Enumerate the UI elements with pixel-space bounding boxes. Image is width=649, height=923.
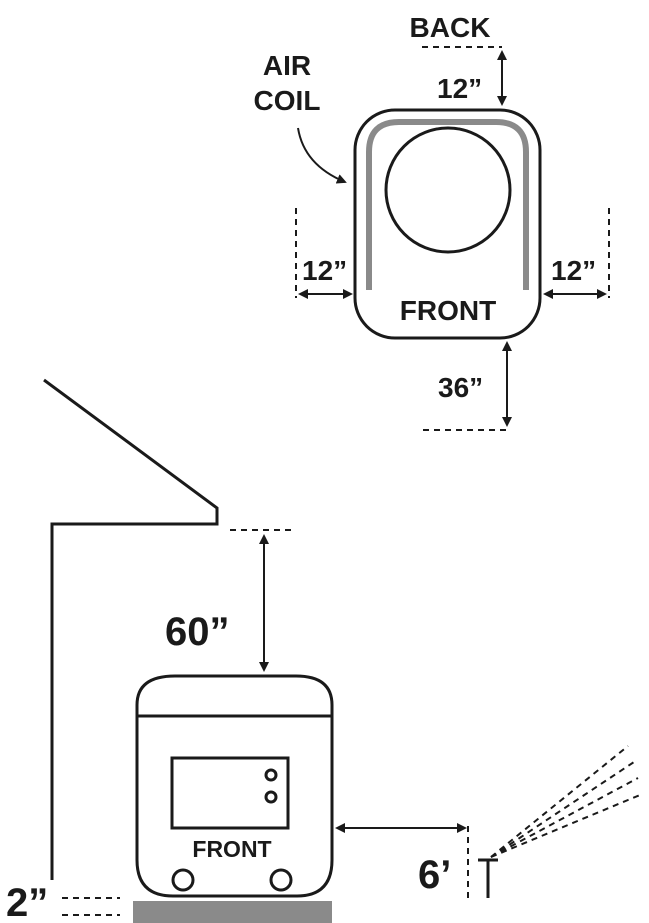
- base-clearance-value: 2”: [6, 881, 48, 923]
- air-coil: [366, 119, 529, 290]
- air-coil-label-line1: AIR: [263, 50, 311, 81]
- foot-right: [269, 868, 293, 892]
- left-clearance-value: 12”: [302, 255, 347, 286]
- air-coil-label-line2: COIL: [254, 85, 321, 116]
- air-coil-pointer: [297, 127, 347, 184]
- roof-and-wall-outline: [43, 378, 219, 880]
- fan-circle: [384, 126, 512, 254]
- mounting-pad: [133, 901, 332, 923]
- foot-left: [171, 868, 195, 892]
- indicator-light-bottom: [264, 790, 278, 804]
- front-clearance-value: 36”: [438, 372, 483, 403]
- overhead-clearance-value: 60”: [165, 610, 230, 654]
- top-view: FRONT BACK 12” AIR COIL 12” 12” 36”: [254, 12, 610, 431]
- back-label: BACK: [410, 12, 491, 43]
- sprinkler-icon: [478, 745, 641, 898]
- right-clearance-value: 12”: [551, 255, 596, 286]
- side-front-label: FRONT: [192, 836, 271, 862]
- side-unit-outline: [135, 674, 334, 898]
- back-clearance-value: 12”: [437, 73, 482, 104]
- control-panel: [170, 756, 290, 830]
- top-front-label: FRONT: [400, 295, 496, 326]
- indicator-light-top: [264, 768, 278, 782]
- sprinkler-distance-value: 6’: [418, 853, 451, 897]
- top-unit-outline: [353, 108, 542, 340]
- side-view: 60” FRONT 2” 6’: [6, 378, 641, 923]
